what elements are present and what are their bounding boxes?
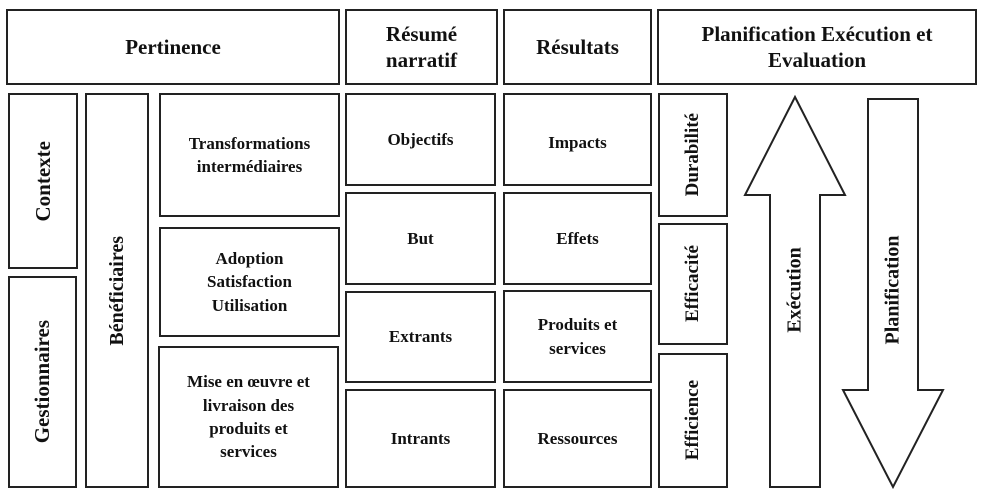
resume-label: Intrants [390,428,451,448]
resultats-label: Produits et services [537,315,618,358]
execution-arrow-up [743,94,847,488]
header-label: Pertinence [125,34,221,59]
level-label: Adoption Satisfaction Utilisation [207,248,292,315]
resume-label: Extrants [388,327,453,347]
resume-box: Intrants [345,389,496,488]
level-box: Mise en œuvre et livraison des produits … [158,346,339,488]
resultats-box: Produits et services [503,290,652,383]
resultats-box: Ressources [503,389,652,488]
resume-box: Extrants [345,291,496,383]
resume-box: But [345,192,496,285]
execution-label: Exécution [783,247,806,333]
level-label: Mise en œuvre et livraison des produits … [187,372,310,462]
contexte-box: Contexte [8,93,78,269]
resultats-label: Ressources [537,428,618,448]
level-label: Transformations intermédiaires [188,133,311,176]
durabilite-box: Durabilité [658,93,728,217]
resultats-label: Impacts [548,133,607,152]
beneficiaires-box: Bénéficiaires [85,93,149,488]
header-label: Planification Exécution et Evaluation [701,21,933,72]
resultats-box: Effets [503,192,652,285]
resultats-label: Effets [556,228,599,248]
header-planification: Planification Exécution et Evaluation [657,9,977,85]
resume-box: Objectifs [345,93,496,186]
resultats-box: Impacts [503,93,652,186]
level-box: Adoption Satisfaction Utilisation [159,227,340,337]
resume-label: But [407,228,434,248]
header-label: Résumé narratif [385,21,458,72]
efficience-box: Efficience [658,353,728,488]
header-pertinence: Pertinence [6,9,340,85]
header-resultats: Résultats [503,9,652,85]
efficacite-box: Efficacité [658,223,728,345]
gestionnaires-box: Gestionnaires [8,276,77,488]
level-box: Transformations intermédiaires [159,93,340,217]
planification-label: Planification [881,235,904,345]
planification-arrow-down [841,98,945,490]
header-label: Résultats [536,34,619,59]
header-resume-narratif: Résumé narratif [345,9,498,85]
resume-label: Objectifs [387,129,454,149]
